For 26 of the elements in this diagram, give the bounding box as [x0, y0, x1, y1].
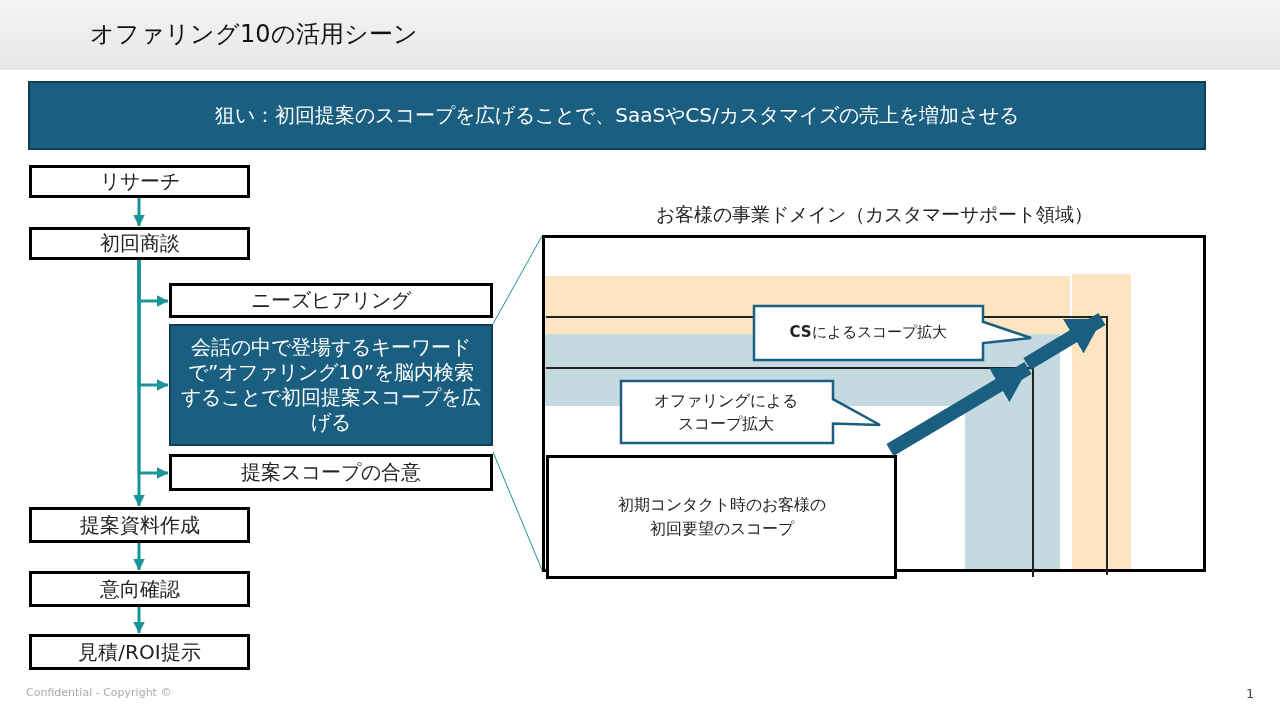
process-box: 初回商談 [29, 227, 250, 260]
callout-text: CSによるスコープ拡大 [789, 322, 947, 344]
process-box: 意向確認 [29, 571, 250, 607]
process-box: 会話の中で登場するキーワードで”オファリング10”を脳内検索することで初回提案スコープを広げる [169, 324, 493, 446]
process-box: 提案資料作成 [29, 507, 250, 543]
callout-text: オファリングによるスコープ拡大 [653, 389, 800, 435]
arrow [133, 607, 145, 634]
slide-title: オファリング10の活用シーン [90, 19, 418, 50]
footer-note: Confidential - Copyright © [26, 686, 172, 699]
goal-banner: 狙い：初回提案のスコープを広げることで、SaaSやCS/カスタマイズの売上を増加させる [28, 81, 1206, 150]
zoom-line [492, 235, 543, 325]
arrow [886, 362, 1032, 456]
process-box: 提案スコープの合意 [169, 454, 493, 491]
arrow [133, 543, 145, 571]
scope-box: 初期コンタクト時のお客様の初回要望のスコープ [546, 455, 897, 579]
process-box: ニーズヒアリング [169, 283, 493, 318]
arrow [133, 260, 145, 507]
process-box: リサーチ [29, 165, 250, 198]
arrow [1023, 313, 1106, 370]
page-number: 1 [1246, 686, 1255, 701]
arrow [133, 198, 145, 227]
zoom-line [492, 451, 543, 571]
callout [620, 380, 882, 444]
domain-heading: お客様の事業ドメイン（カスタマーサポート領域） [654, 202, 1094, 227]
scope-outline [546, 367, 1034, 577]
process-box: 見積/ROI提示 [29, 634, 250, 670]
